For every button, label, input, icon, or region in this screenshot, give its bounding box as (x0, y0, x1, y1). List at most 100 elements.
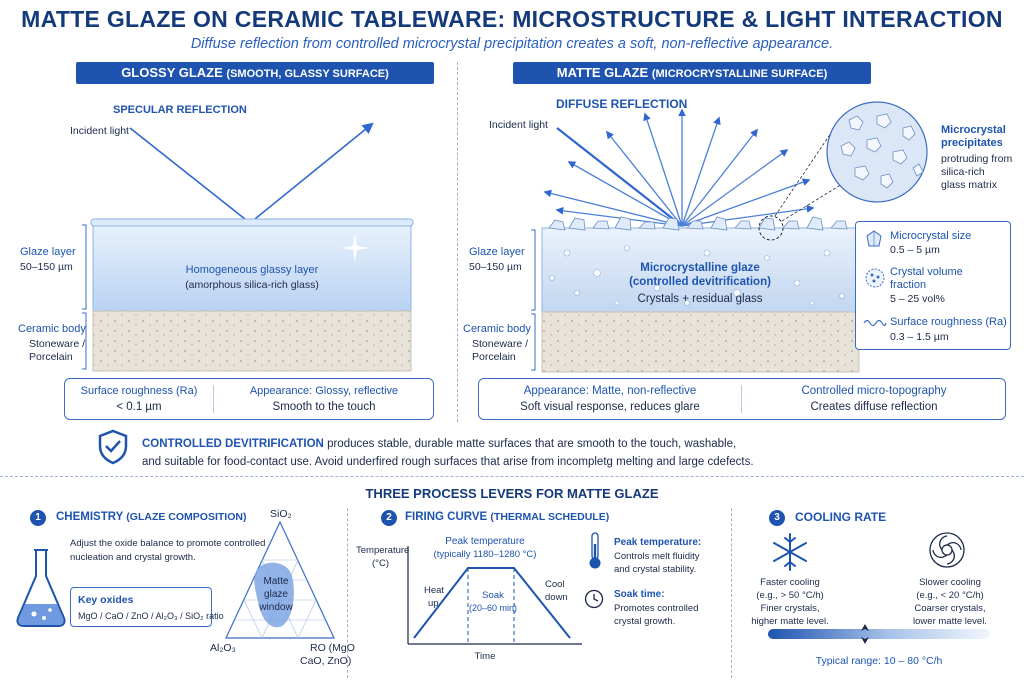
matte-layer-title2: (controlled devitrification) (629, 276, 771, 288)
slow-cooling-line2: (e.g., < 20 °C/h) (916, 590, 984, 601)
zoom-marker (758, 215, 784, 241)
glossy-layer-sub: (amorphous silica-rich glass) (185, 279, 319, 291)
peak-note-line2: and crystal stability. (614, 564, 697, 575)
zoom-sub2: silica-rich (941, 166, 985, 178)
swirl-icon (929, 532, 965, 568)
window-label3: window (259, 602, 293, 613)
glossy-header-sub: (SMOOTH, GLASSY SURFACE) (226, 68, 389, 80)
matte-appearance-value: Soft visual response, reduces glare (520, 401, 700, 413)
diffuse-reflection-label: DIFFUSE REFLECTION (556, 97, 688, 111)
matte-incident-ray (556, 127, 683, 227)
glossy-appearance-head: Appearance: Glossy, reflective (249, 385, 399, 397)
property-box: Microcrystal size 0.5 – 5 µm Crystal vol… (855, 221, 1011, 350)
fraction-value: 5 – 25 vol% (890, 293, 945, 305)
diffuse-rays (543, 108, 815, 227)
devitrification-line2: and suitable for food-contact use. Avoid… (142, 456, 754, 468)
page-subtitle: Diffuse reflection from controlled micro… (190, 36, 834, 52)
glossy-diagram (82, 122, 414, 372)
cool-label2: down (545, 592, 568, 603)
peak-note-line1: Controls melt fluidity (614, 551, 700, 562)
zoom-sub3: glass matrix (941, 179, 998, 191)
glossy-info-box: Surface roughness (Ra) < 0.1 µm Appearan… (64, 378, 434, 420)
window-label1: Matte (263, 576, 289, 587)
cool-label1: Cool (545, 579, 565, 590)
lever-2-number: 2 (381, 510, 397, 526)
matte-body-sub1: Stoneware / (472, 338, 529, 350)
ternary-left-label: Al₂O₃ (210, 642, 236, 654)
glossy-header: GLOSSY GLAZE (SMOOTH, GLASSY SURFACE) (76, 62, 434, 84)
ternary-diagram (225, 520, 335, 639)
flask-icon (16, 549, 66, 627)
key-oxides-box: Key oxides MgO / CaO / ZnO / Al₂O₃ / SiO… (70, 587, 224, 627)
matte-info-box: Appearance: Matte, non-reflective Soft v… (478, 378, 1006, 420)
glossy-layer-title: Homogeneous glassy layer (185, 264, 319, 276)
glossy-incident-label: Incident light (70, 125, 129, 137)
glossy-roughness-value: < 0.1 µm (116, 401, 162, 413)
key-oxides-head: Key oxides (78, 594, 134, 606)
zoom-head2: precipitates (941, 137, 1003, 149)
heat-label1: Heat (424, 585, 445, 596)
snowflake-icon (773, 533, 807, 571)
fast-cooling-line2: (e.g., > 50 °C/h) (756, 590, 824, 601)
fast-cooling-line1: Faster cooling (760, 577, 820, 588)
volume-fraction-icon (865, 268, 885, 288)
matte-body-sub2: Porcelain (472, 351, 516, 363)
key-oxides-value: MgO / CaO / ZnO / Al₂O₃ / SiO₂ ratio (78, 611, 224, 621)
reflected-ray (249, 122, 374, 224)
glossy-glaze-label: Glaze layer (20, 246, 76, 258)
slow-cooling-line3: Coarser crystals, (914, 603, 986, 614)
cooling-range: Typical range: 10 – 80 °C/h (815, 655, 943, 667)
chemistry-head-sub: (GLAZE COMPOSITION) (126, 511, 247, 523)
chemistry-head-main: CHEMISTRY (56, 511, 124, 523)
zoom-sub1: protruding from (941, 153, 1013, 165)
soak-label2: (20–60 min) (468, 603, 518, 613)
firing-head-main: FIRING CURVE (405, 511, 488, 523)
matte-incident-label: Incident light (489, 119, 548, 131)
specular-reflection-label: SPECULAR REFLECTION (113, 104, 247, 116)
matte-header-main: MATTE GLAZE (556, 65, 649, 80)
devitrification-note: CONTROLLED DEVITRIFICATION produces stab… (142, 437, 736, 451)
thermometer-icon (589, 532, 601, 569)
matte-ceramic-body (541, 311, 860, 373)
firing-head: FIRING CURVE (THERMAL SCHEDULE) (405, 511, 609, 523)
roughness-value: 0.3 – 1.5 µm (890, 331, 949, 343)
glossy-body-label: Ceramic body (18, 323, 86, 335)
size-value: 0.5 – 5 µm (890, 244, 940, 256)
cooling-head: COOLING RATE (795, 510, 887, 524)
soak-note-head: Soak time: (614, 589, 665, 600)
range-marker-icon (861, 624, 869, 644)
glossy-body-sub1: Stoneware / (29, 338, 86, 350)
slow-cooling-line1: Slower cooling (919, 577, 981, 588)
devitrification-lead: CONTROLLED DEVITRIFICATION (142, 438, 324, 450)
chemistry-head: CHEMISTRY (GLAZE COMPOSITION) (56, 511, 246, 523)
devitrification-line1: produces stable, durable matte surfaces … (327, 438, 737, 450)
roughness-wave-icon (863, 319, 887, 327)
matte-header: MATTE GLAZE (MICROCRYSTALLINE SURFACE) (513, 62, 871, 84)
firing-x-label: Time (474, 651, 496, 662)
topography-head: Controlled micro-topography (801, 385, 947, 397)
shield-check-icon (98, 429, 128, 465)
ternary-top-label: SiO₂ (270, 508, 292, 520)
zoom-head1: Microcrystal (941, 124, 1006, 136)
glossy-body-sub2: Porcelain (29, 351, 73, 363)
topography-value: Creates diffuse reflection (810, 401, 938, 413)
sparkle-icon (341, 234, 369, 262)
glossy-roughness-head: Surface roughness (Ra) (80, 385, 198, 397)
firing-y-label2: (°C) (372, 558, 389, 569)
ternary-right-label1: RO (MgO (310, 642, 355, 654)
matte-layer-title1: Microcrystalline glaze (640, 262, 760, 274)
surface-crystals (548, 216, 848, 231)
glossy-glaze-thickness: 50–150 µm (20, 261, 73, 273)
ceramic-body (92, 310, 412, 372)
matte-layer-sub: Crystals + residual glass (637, 293, 763, 305)
crystal-icon (866, 230, 882, 247)
fast-cooling-line3: Finer crystals, (760, 603, 820, 614)
fraction-head2: fraction (890, 279, 927, 291)
levers-divider (0, 476, 1024, 477)
matte-glaze-thickness: 50–150 µm (469, 261, 522, 273)
soak-note-line1: Promotes controlled (614, 603, 699, 614)
firing-curve-chart (407, 546, 582, 645)
section-divider (457, 62, 458, 422)
fraction-head1: Crystal volume (890, 266, 963, 278)
soak-note-line2: crystal growth. (614, 616, 676, 627)
